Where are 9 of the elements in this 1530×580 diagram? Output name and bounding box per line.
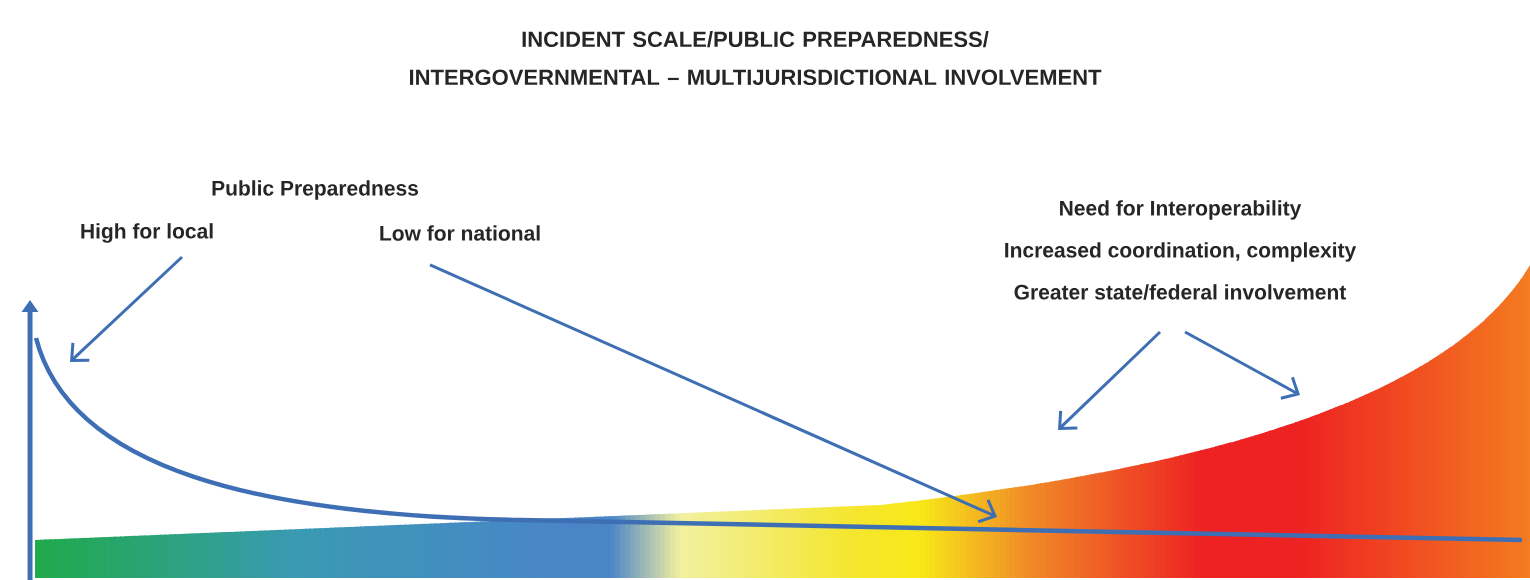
text-label: High for local xyxy=(81,223,213,243)
leader-arrow xyxy=(70,255,184,362)
text-label: Public Preparedness xyxy=(212,180,418,200)
title: INCIDENT SCALE/PUBLIC PREPAREDNESS/ INTERGOVERNMENTAL – MULTIJURISDICTIONAL INVOLVEMENT xyxy=(410,30,1102,86)
leader-arrow xyxy=(1184,330,1300,400)
text-label: Need for Interoperability Increased coordination, complexity Greater state/federal involvement xyxy=(1005,200,1357,300)
leader-arrow xyxy=(429,263,997,524)
text-label: Low for national xyxy=(380,225,540,241)
leader-arrow xyxy=(1058,330,1162,430)
